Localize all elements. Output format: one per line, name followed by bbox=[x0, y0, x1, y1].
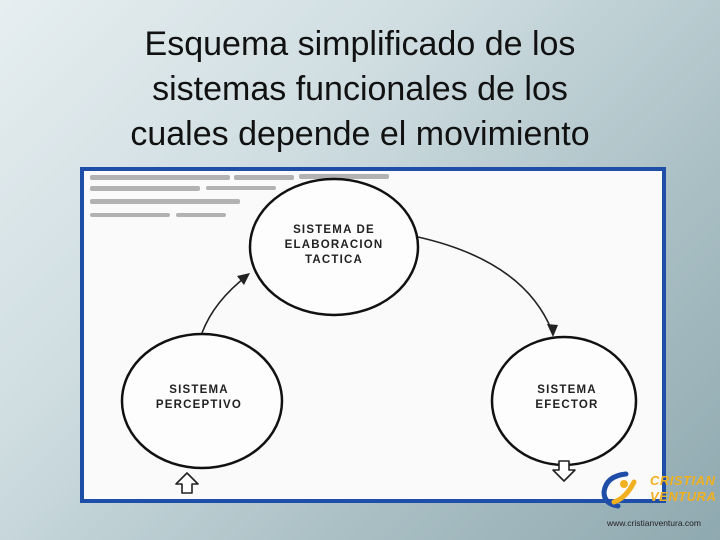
title-line-3: cuales depende el movimiento bbox=[130, 115, 590, 153]
scanned-figure-frame: SISTEMA DE ELABORACION TACTICA SISTEMA P… bbox=[80, 167, 666, 503]
node-perceptivo bbox=[120, 332, 284, 470]
slide-title: Esquema simplificado de los sistemas fun… bbox=[20, 22, 700, 157]
connector-elaboracion-to-efector bbox=[417, 236, 553, 332]
label-elaboracion-line-2: ELABORACION bbox=[284, 239, 384, 251]
label-perceptivo-line-1: SISTEMA bbox=[169, 384, 229, 396]
website-link[interactable]: www.cristianventura.com bbox=[606, 518, 701, 528]
arrowhead-into-efector bbox=[547, 324, 558, 337]
label-efector: SISTEMA EFECTOR bbox=[492, 383, 642, 413]
title-line-2: sistemas funcionales de los bbox=[152, 70, 568, 108]
label-perceptivo-line-2: PERCEPTIVO bbox=[155, 399, 243, 411]
label-elaboracion-line-1: SISTEMA DE bbox=[293, 224, 375, 236]
arrow-down-outline-icon bbox=[552, 460, 576, 482]
connector-perceptivo-to-elaboracion bbox=[201, 274, 249, 334]
label-efector-line-1: SISTEMA bbox=[537, 384, 597, 396]
label-elaboracion-line-3: TACTICA bbox=[304, 254, 363, 266]
brand-logo: CRISTIAN VENTURA bbox=[596, 468, 716, 510]
title-line-1: Esquema simplificado de los bbox=[144, 25, 576, 63]
scanned-figure: SISTEMA DE ELABORACION TACTICA SISTEMA P… bbox=[84, 171, 662, 499]
diagram-canvas bbox=[90, 174, 638, 494]
label-perceptivo: SISTEMA PERCEPTIVO bbox=[124, 383, 274, 413]
logo-word-cristian: CRISTIAN bbox=[650, 473, 716, 488]
logo-word-ventura: VENTURA bbox=[650, 489, 717, 504]
arrow-up-outline-icon bbox=[175, 472, 199, 494]
label-efector-line-2: EFECTOR bbox=[535, 399, 599, 411]
brand-mark-icon bbox=[601, 471, 637, 509]
node-elaboracion-tactica bbox=[248, 177, 420, 317]
arrowhead-into-elaboracion bbox=[237, 273, 250, 285]
faded-scan-text bbox=[90, 174, 389, 217]
label-elaboracion-tactica: SISTEMA DE ELABORACION TACTICA bbox=[254, 223, 414, 268]
